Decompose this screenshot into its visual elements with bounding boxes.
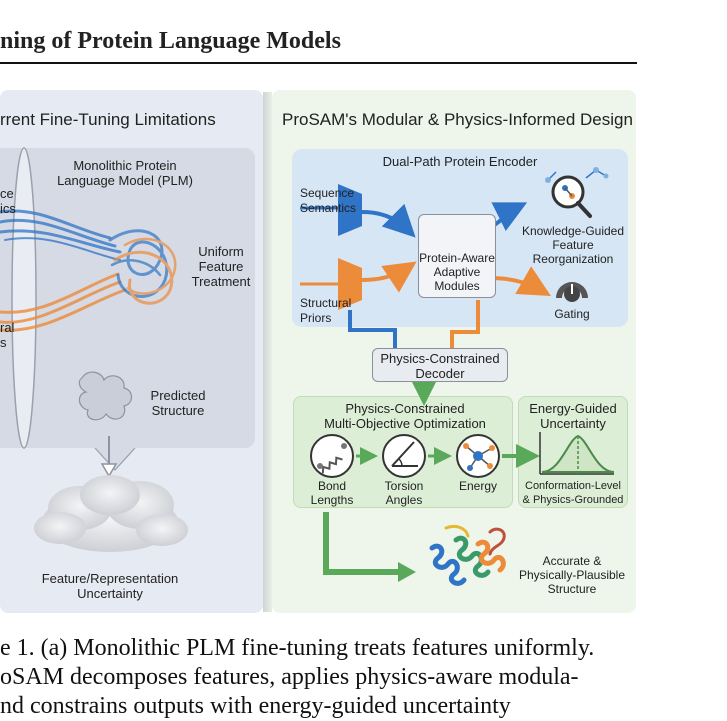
heading-rule bbox=[0, 62, 637, 64]
optimization-title: Physics-Constrained Multi-Objective Opti… bbox=[324, 401, 486, 431]
uncertainty-label: Feature/Representation Uncertainty bbox=[41, 571, 179, 601]
structural-encoder-icon bbox=[338, 258, 362, 310]
blue-feature-streams bbox=[0, 209, 122, 261]
torsion-angles-label: Torsion Angles bbox=[384, 479, 424, 507]
magnifier-icon bbox=[545, 167, 609, 218]
tangled-protein-mass bbox=[108, 229, 177, 305]
diagram-graphics bbox=[0, 92, 615, 612]
caption-line-3: nd constrains outputs with energy-guided… bbox=[0, 693, 511, 719]
energy-label: Energy bbox=[458, 479, 498, 493]
decoder-box: Physics-Constrained Decoder bbox=[372, 348, 508, 382]
input-bottom-label: ral s bbox=[0, 320, 15, 350]
structural-label: Structural Priors bbox=[300, 296, 352, 325]
accurate-structure-label: Accurate & Physically-Plausible Structur… bbox=[518, 554, 626, 596]
gating-dial-icon bbox=[556, 282, 588, 302]
input-top-label: ce ics bbox=[0, 186, 16, 216]
caption-line-1: e 1. (a) Monolithic PLM fine-tuning trea… bbox=[0, 635, 595, 661]
uncertainty-cloud bbox=[34, 475, 188, 552]
right-panel-title: ProSAM's Modular & Physics-Informed Desi… bbox=[282, 110, 633, 129]
predicted-structure-label: Predicted Structure bbox=[150, 388, 206, 418]
orange-feature-streams bbox=[0, 272, 127, 332]
encoder-title: Dual-Path Protein Encoder bbox=[382, 154, 538, 169]
page-heading: ning of Protein Language Models bbox=[0, 28, 341, 54]
bond-lengths-icon bbox=[310, 434, 354, 478]
caption-line-2: oSAM decomposes features, applies physic… bbox=[0, 664, 579, 690]
gating-label: Gating bbox=[554, 307, 590, 321]
plm-cylinder bbox=[11, 147, 136, 471]
final-protein-structure bbox=[429, 524, 506, 586]
energy-distribution-curve bbox=[539, 432, 615, 475]
predicted-structure-shape bbox=[78, 371, 133, 421]
panel-divider bbox=[263, 92, 272, 612]
plm-title-text: Monolithic Protein Language Model (PLM) bbox=[40, 158, 210, 188]
energy-icon bbox=[456, 434, 500, 478]
torsion-angles-icon bbox=[382, 434, 426, 478]
sequence-label: Sequence Semantics bbox=[300, 186, 357, 215]
adaptive-modules-box: Protein-Aware Adaptive Modules bbox=[418, 214, 496, 298]
left-panel-title: rrent Fine-Tuning Limitations bbox=[0, 110, 216, 129]
sequence-encoder-icon bbox=[338, 184, 362, 236]
uniform-feature-label: Uniform Feature Treatment bbox=[191, 244, 251, 289]
bond-lengths-label: Bond Lengths bbox=[310, 479, 354, 507]
energy-uncertainty-title: Energy-Guided Uncertainty bbox=[529, 401, 617, 431]
conformation-label: Conformation-Level & Physics-Grounded bbox=[522, 480, 624, 506]
knowledge-guided-label: Knowledge-Guided Feature Reorganization bbox=[521, 224, 625, 266]
